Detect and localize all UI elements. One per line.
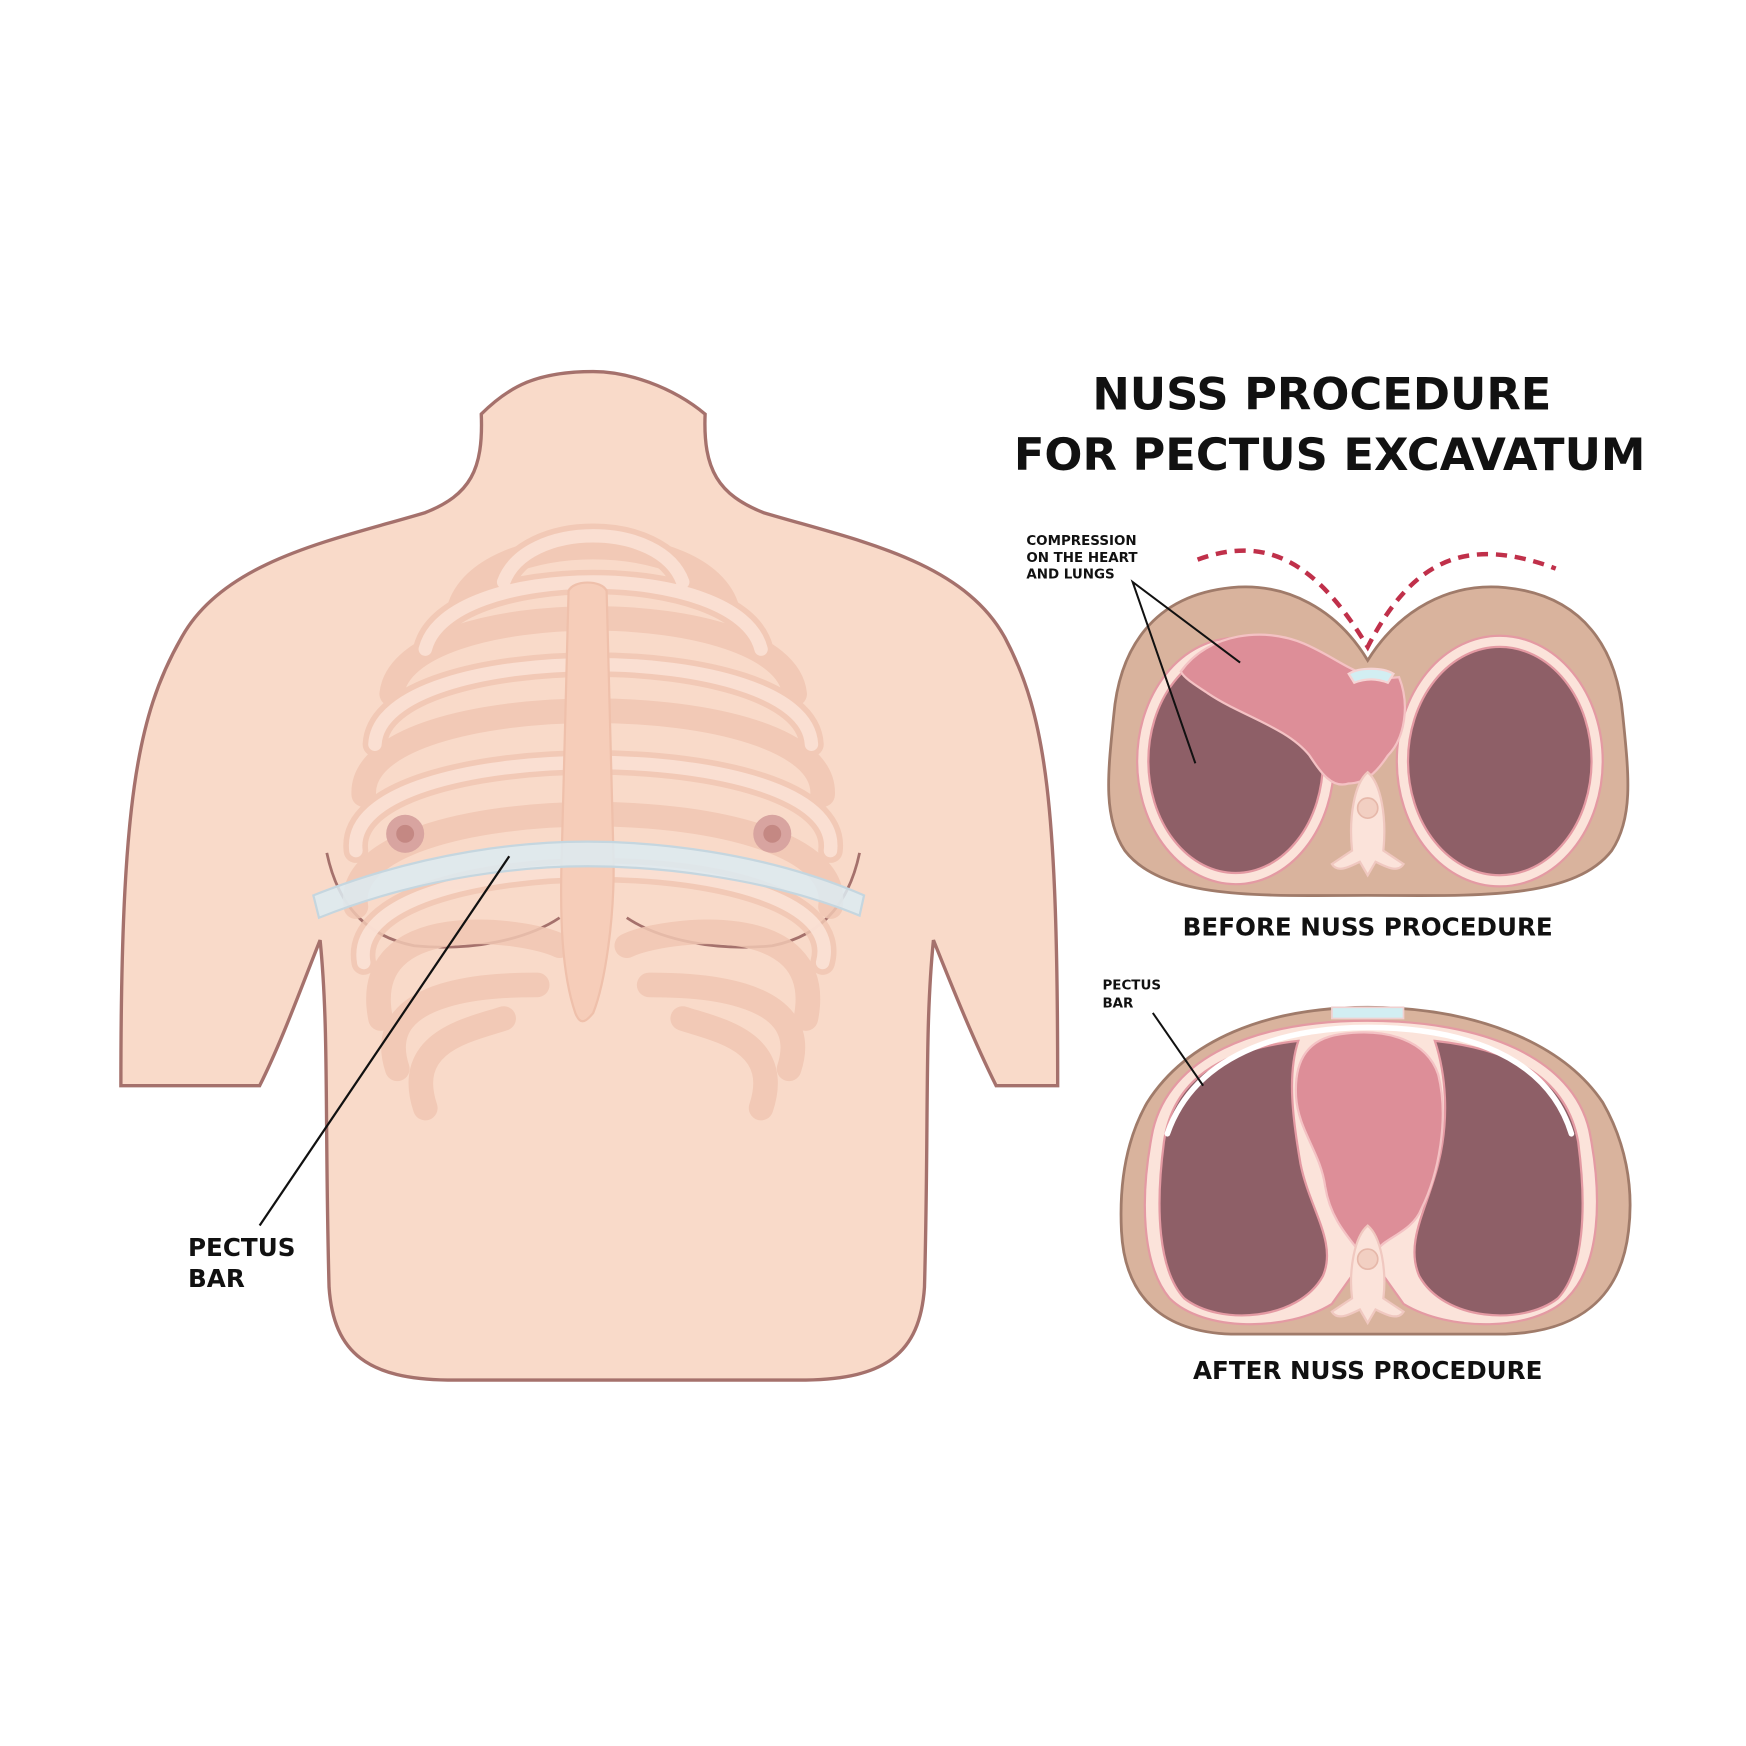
label-line: AND LUNGS [1026, 568, 1114, 583]
title-line: FOR PECTUS EXCAVATUM [1014, 428, 1646, 481]
spine-vertebra [1330, 770, 1406, 878]
pectus-bar-label: PECTUS BAR [1102, 978, 1165, 1011]
compression-pointer [1130, 579, 1241, 764]
page-title: NUSS PROCEDURE FOR PECTUS EXCAVATUM [1014, 368, 1646, 481]
label-line: ON THE HEART [1026, 551, 1138, 566]
pectus-bar-pointer [258, 855, 511, 1227]
compression-label: COMPRESSION ON THE HEART AND LUNGS [1026, 534, 1142, 583]
sternum [559, 581, 615, 1023]
torso-illustration: PECTUS BAR [119, 369, 1060, 1382]
sternum-cartilage [1331, 1006, 1405, 1020]
right-lung [1413, 1039, 1584, 1317]
label-line: COMPRESSION [1026, 534, 1136, 549]
spine-vertebra [1330, 1224, 1406, 1326]
label-line: PECTUS [188, 1233, 295, 1262]
before-caption: BEFORE NUSS PROCEDURE [1183, 913, 1553, 942]
left-lung [1158, 1039, 1329, 1317]
right-lung [1406, 645, 1593, 877]
pectus-bar [1164, 1024, 1575, 1137]
pectus-bar-pointer [1151, 1012, 1205, 1087]
original-chest-contour [1196, 548, 1557, 652]
pectus-bar-body [312, 840, 866, 920]
compressed-heart [1179, 633, 1406, 786]
after-caption: AFTER NUSS PROCEDURE [1193, 1356, 1542, 1385]
sternum-cartilage [1347, 667, 1395, 685]
before-cross-section: COMPRESSION ON THE HEART AND LUNGS BEFOR… [1026, 534, 1630, 942]
label-line: BAR [188, 1264, 245, 1293]
pectus-bar-label: PECTUS BAR [188, 1233, 304, 1293]
label-line: PECTUS [1102, 978, 1161, 993]
title-line: NUSS PROCEDURE [1092, 368, 1551, 421]
label-line: BAR [1102, 996, 1134, 1011]
after-cross-section: PECTUS BAR AFTER NUSS PROCEDURE [1102, 978, 1632, 1385]
